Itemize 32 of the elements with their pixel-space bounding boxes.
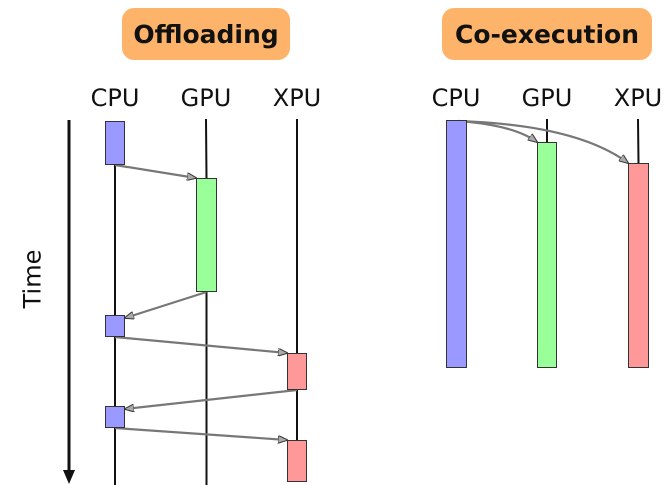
activation-bar — [537, 142, 557, 368]
activation-bar — [446, 120, 467, 368]
activation-bar — [287, 353, 307, 390]
lifeline — [206, 292, 208, 485]
activation-bar — [105, 315, 125, 337]
lifeline — [114, 337, 116, 406]
lifeline-label: GPU — [175, 84, 237, 119]
lifeline-label: XPU — [266, 84, 328, 119]
title-badge: Offloading — [122, 8, 290, 60]
activation-bar — [196, 178, 217, 292]
lifeline — [296, 390, 298, 440]
lifeline-label: GPU — [516, 84, 578, 119]
arrow — [114, 164, 198, 182]
lifeline — [637, 118, 640, 164]
lifeline-label: CPU — [84, 84, 146, 119]
title-badge: Co-execution — [442, 8, 652, 60]
lifeline-label: XPU — [607, 84, 669, 119]
lifeline — [546, 119, 548, 142]
lifeline — [114, 428, 116, 485]
activation-bar — [105, 406, 125, 428]
lifeline-label: CPU — [425, 84, 487, 119]
activation-bar — [287, 440, 307, 482]
lifeline — [205, 118, 208, 178]
axis-label: Time — [18, 250, 46, 308]
lifeline — [296, 119, 298, 353]
activation-bar — [628, 163, 649, 368]
arrow — [124, 290, 207, 320]
arrow — [124, 388, 298, 412]
arrow — [114, 426, 288, 444]
activation-bar — [105, 121, 125, 165]
lifeline — [114, 165, 116, 315]
arrow — [114, 336, 288, 357]
